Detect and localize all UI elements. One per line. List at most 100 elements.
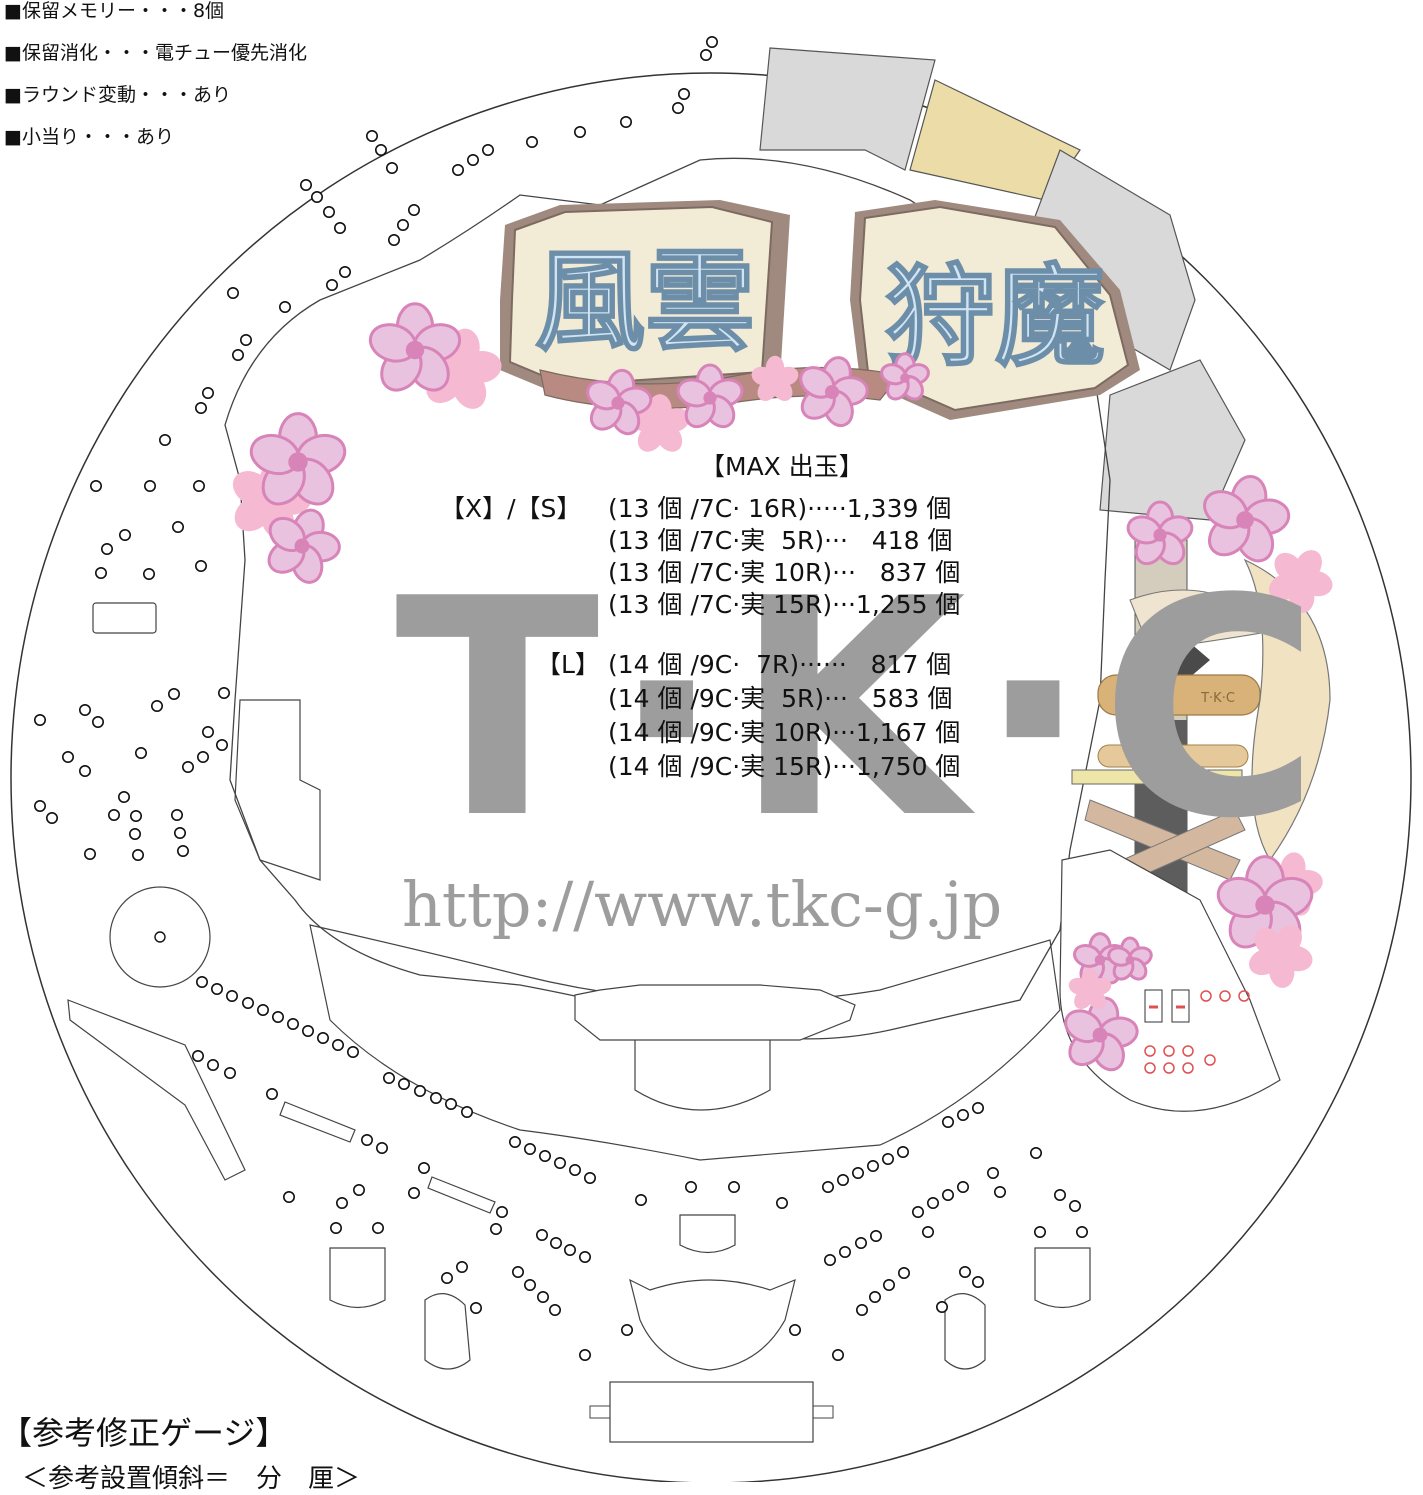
nail xyxy=(171,808,184,821)
nail xyxy=(956,1181,969,1194)
nail xyxy=(941,1116,954,1129)
nail xyxy=(935,1301,948,1314)
sakura-flower xyxy=(586,368,653,436)
payout-row: (14 個 /9C·実 5R)··· 583 個 xyxy=(608,684,953,713)
nail xyxy=(101,542,114,555)
nail xyxy=(232,348,245,361)
nail xyxy=(159,433,172,446)
nail xyxy=(151,699,164,712)
nail xyxy=(195,559,208,572)
nail xyxy=(397,1078,410,1091)
payout-row: (13 個 /7C· 16R)·····1,339 個 xyxy=(608,494,952,523)
sakura-flower xyxy=(1064,996,1139,1072)
nail xyxy=(481,144,494,157)
nail xyxy=(218,686,231,699)
nail xyxy=(365,130,378,143)
nail xyxy=(396,219,409,232)
stage-cup xyxy=(634,1040,771,1111)
nail xyxy=(881,1153,894,1166)
nail xyxy=(1076,1226,1089,1239)
payout-row: (13 個 /7C·実 10R)··· 837 個 xyxy=(608,558,961,587)
logo-left: 風雲 xyxy=(535,237,755,366)
nail xyxy=(620,1324,633,1337)
bar-gold xyxy=(1097,744,1249,768)
nail xyxy=(958,1266,971,1279)
attacker xyxy=(629,1278,796,1371)
sakura-flower xyxy=(1249,925,1313,988)
pocket-left-lower xyxy=(424,1293,471,1370)
nail xyxy=(192,1050,205,1063)
nail xyxy=(385,162,398,175)
pocket-right-lower xyxy=(944,1293,986,1370)
spec-small-hit: ■小当り・・・あり xyxy=(4,126,174,148)
nail xyxy=(197,750,210,763)
nail xyxy=(299,179,312,192)
nail xyxy=(84,847,97,860)
nail xyxy=(838,1246,851,1259)
nail xyxy=(256,1003,269,1016)
sakura-flower xyxy=(368,302,462,392)
nail xyxy=(563,1244,576,1257)
sakura-flower xyxy=(1269,550,1333,613)
logo-right: 狩魔 xyxy=(885,252,1105,381)
nail xyxy=(352,1184,365,1197)
nail xyxy=(896,1146,909,1159)
center-stage xyxy=(574,984,856,1041)
nail xyxy=(79,703,92,716)
nail xyxy=(177,844,190,857)
nail xyxy=(921,1226,934,1239)
nail xyxy=(866,1160,879,1173)
nail xyxy=(882,1279,895,1292)
nail xyxy=(130,809,143,822)
upper-rail xyxy=(759,47,1246,521)
nail xyxy=(429,1092,442,1105)
stopper-label: T·K·C xyxy=(1200,691,1235,706)
nail xyxy=(168,687,181,700)
spec-hold-consume: ■保留消化・・・電チュー優先消化 xyxy=(4,42,307,64)
out-hole-tab-right xyxy=(812,1405,834,1419)
spec-hold-memory: ■保留メモリー・・・8個 xyxy=(4,0,225,22)
nail xyxy=(851,1167,864,1180)
nail xyxy=(469,1302,482,1315)
nail xyxy=(671,102,684,115)
nail xyxy=(224,1067,237,1080)
nail xyxy=(172,520,185,533)
nail xyxy=(108,808,121,821)
nail xyxy=(271,1010,284,1023)
nail xyxy=(583,1172,596,1185)
left-gate xyxy=(92,602,157,634)
nail xyxy=(346,1046,359,1059)
payout-l-label: 【L】 xyxy=(536,650,600,679)
nail xyxy=(1054,1189,1067,1202)
ribbon-wing xyxy=(1129,589,1282,651)
sakura-flower xyxy=(1068,968,1112,1010)
nail xyxy=(371,1222,384,1235)
left-warp xyxy=(234,699,321,881)
nail xyxy=(956,1109,969,1122)
nail xyxy=(993,1186,1006,1199)
sakura-flower xyxy=(799,356,869,428)
bar-pale xyxy=(1071,769,1243,785)
nail xyxy=(202,725,215,738)
nail xyxy=(118,790,131,803)
nail xyxy=(897,1267,910,1280)
nail xyxy=(821,1181,834,1194)
nail xyxy=(360,1134,373,1147)
nail xyxy=(310,191,323,204)
nail xyxy=(573,126,586,139)
nail xyxy=(634,1194,647,1207)
nail xyxy=(79,764,92,777)
payout-row: (13 個 /7C·実 15R)···1,255 個 xyxy=(608,590,961,619)
payout-row: (13 個 /7C·実 5R)··· 418 個 xyxy=(608,526,953,555)
nail xyxy=(1034,1226,1047,1239)
install-tilt-caption: ＜参考設置傾斜＝ 分 厘＞ xyxy=(22,1464,361,1494)
nail xyxy=(282,1191,295,1204)
nail xyxy=(286,1017,299,1030)
payout-row: (14 個 /9C· 7R)······ 817 個 xyxy=(608,650,952,679)
windmill xyxy=(109,886,211,988)
nail xyxy=(549,1237,562,1250)
nail xyxy=(788,1324,801,1337)
nail xyxy=(535,1229,548,1242)
nail xyxy=(240,333,253,346)
nail xyxy=(92,715,105,728)
